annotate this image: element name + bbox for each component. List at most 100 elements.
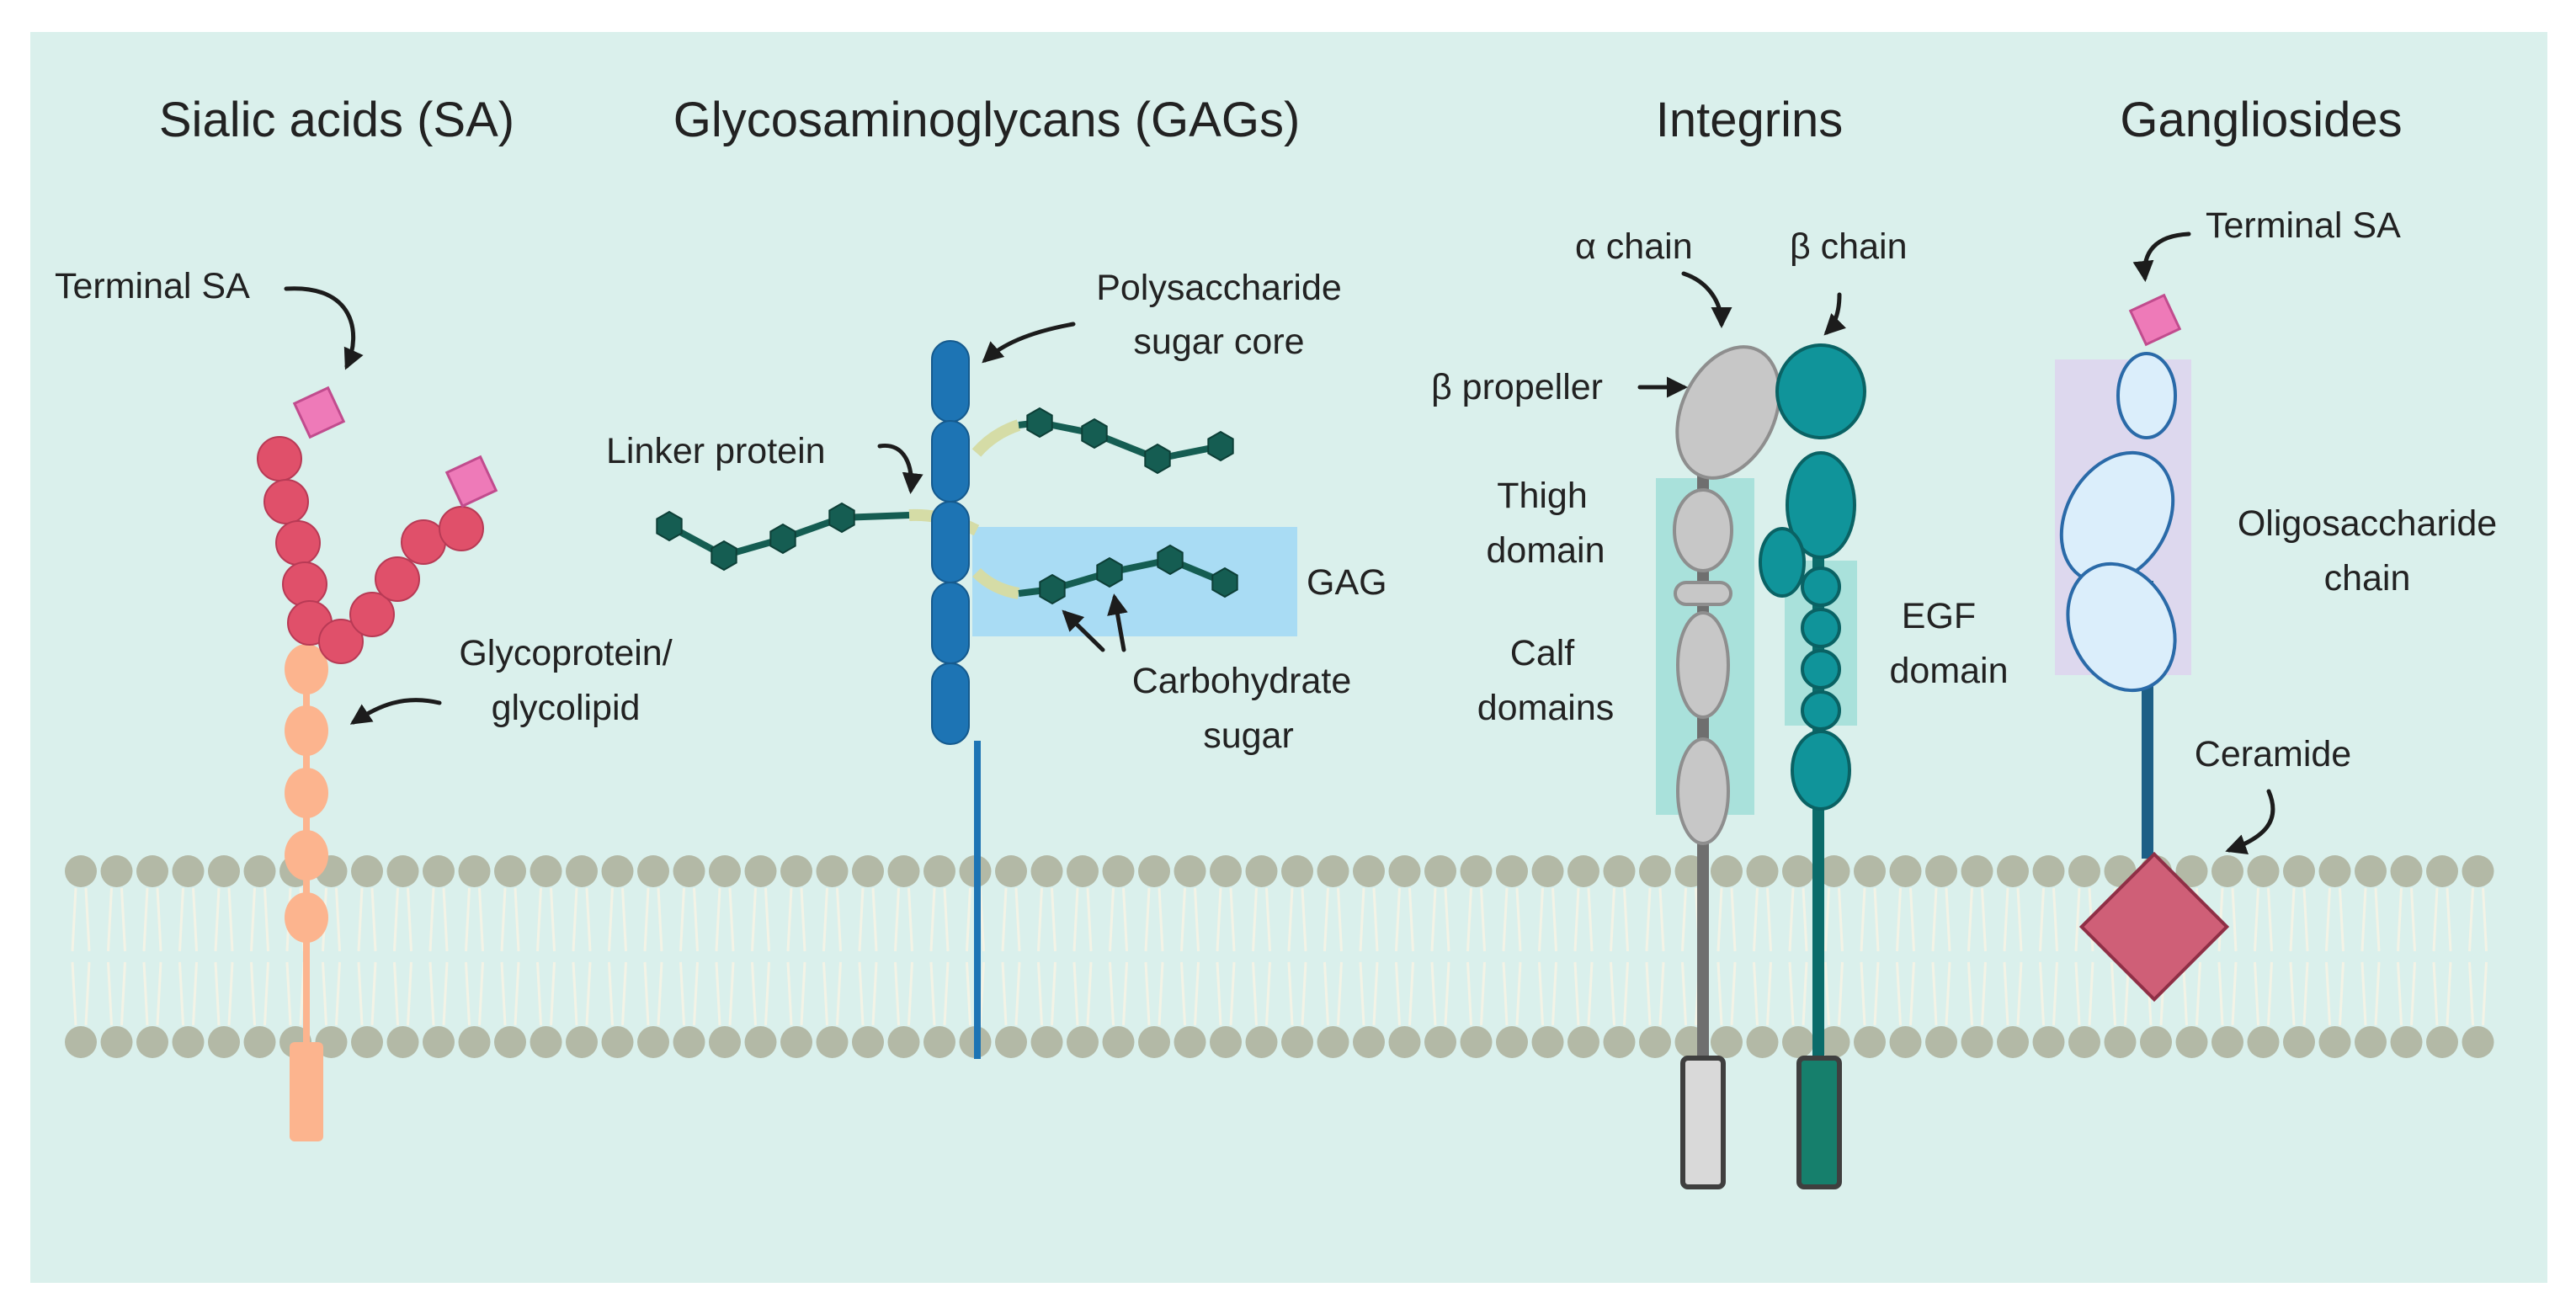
lipid-head [530,1026,562,1058]
lipid-head [2211,1026,2243,1058]
lipid-head [2426,1026,2458,1058]
lipid-tail [1359,961,1379,1026]
lipid-head [1174,855,1206,887]
lipid-head [1567,1026,1599,1058]
gag-structure [656,322,1297,1059]
lipid-tail [1502,887,1522,952]
lipid-tail [250,961,269,1026]
lipid-head [494,855,526,887]
label-calf-2: domains [1477,688,1615,728]
lipid-head [208,855,240,887]
lipid-tail [1072,887,1093,952]
gag-sugar-hexagon [1144,443,1171,475]
glycoprotein-arrow [349,698,442,725]
lipid-tail [1109,961,1128,1026]
label-carbohydrate-1: Carbohydrate [1132,661,1352,701]
gag-sugar-hexagon [1096,556,1123,588]
gag-sugar-hexagon [656,510,683,542]
lipid-tail [393,887,412,952]
lipid-head [172,855,205,887]
lipid-head [1067,1026,1099,1058]
lipid-tail [142,961,162,1026]
lipid-head [136,1026,168,1058]
lipid-tail [572,961,592,1026]
lipid-head [351,855,383,887]
label-oligosaccharide-1: Oligosaccharide [2238,503,2497,544]
lipid-head [1030,855,1063,887]
lipid-tail [1896,961,1915,1026]
lipid-tail [1466,887,1486,952]
lipid-tail [1072,961,1093,1026]
lipid-tail [608,961,627,1026]
lipid-tail [2289,961,2309,1026]
ganglioside-structure [2055,231,2275,1003]
lipid-tail [1180,961,1200,1026]
lipid-tail [2003,887,2023,952]
lipid-tail [1753,887,1772,952]
lipid-head [1818,1026,1850,1058]
lipid-tail [1144,887,1164,952]
lipid-tail [679,961,699,1026]
lipid-tail [1610,887,1629,952]
label-glycoprotein-2: glycolipid [492,688,641,728]
gag-region-box [972,527,1297,636]
lipid-tail [1645,961,1665,1026]
lipid-head [744,855,777,887]
lipid-tail [214,961,234,1026]
lipid-head [1961,1026,1993,1058]
lipid-tail [1323,961,1343,1026]
label-gag: GAG [1307,562,1387,603]
label-egf-2: domain [1889,651,2008,691]
lipid-tail [250,887,269,952]
lipid-tail [1931,887,1951,952]
lipid-head [923,1026,955,1058]
lipid-head [2318,1026,2351,1058]
gag-sugar-hexagon [1026,407,1053,439]
lipid-tail [1538,887,1557,952]
lipid-tail [2432,961,2452,1026]
lipid-tail [1252,887,1271,952]
lipid-tail [2182,961,2201,1026]
lipid-tail [357,961,377,1026]
lipid-tail [1824,887,1844,952]
lipid-tail [1252,961,1271,1026]
lipid-tail [1681,887,1700,952]
lipid-tail [1287,961,1307,1026]
lipid-head [1567,855,1599,887]
lipid-head [1353,1026,1385,1058]
lipid-head [1925,855,1957,887]
lipid-head [386,1026,419,1058]
lipid-head [1496,855,1528,887]
gag-sugar-hexagon [1211,567,1238,598]
lipid-head [995,855,1027,887]
lipid-tail [643,961,663,1026]
lipid-tail [465,887,484,952]
lipid-head [65,855,97,887]
lipid-head [1925,1026,1957,1058]
lipid-tail [178,887,198,952]
lipid-tail [1824,961,1844,1026]
lipid-head [2247,855,2280,887]
lipid-tail [858,887,878,952]
lipid-head [1102,855,1135,887]
lipid-head [1854,855,1886,887]
alpha-arrow [1681,271,1732,328]
label-beta-propeller: β propeller [1431,367,1603,407]
lipid-head [1711,1026,1743,1058]
label-thigh-1: Thigh [1497,476,1588,516]
lipid-tail [393,961,412,1026]
title-sialic-acids: Sialic acids (SA) [159,93,514,147]
title-integrins: Integrins [1656,93,1843,147]
lipid-head [852,1026,884,1058]
lipid-head [887,1026,920,1058]
lipid-tail [751,961,770,1026]
lipid-tail [1037,961,1056,1026]
lipid-head [923,855,955,887]
core-arrow [982,322,1076,364]
lipid-tail [2003,961,2023,1026]
lipid-tail [1573,887,1594,952]
lipid-head [1102,1026,1135,1058]
lipid-head [1245,1026,1278,1058]
lipid-tail [643,887,663,952]
lipid-head [816,1026,849,1058]
